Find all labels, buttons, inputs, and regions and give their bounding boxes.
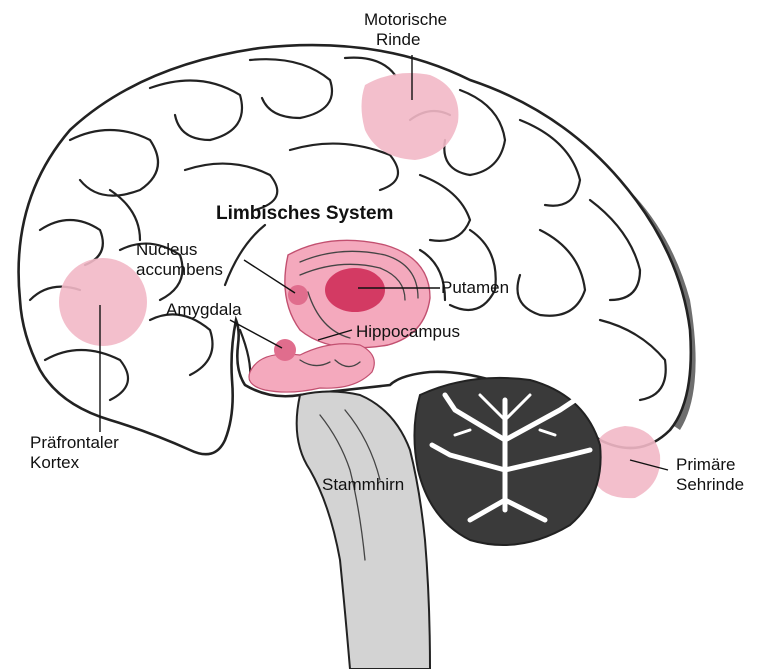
putamen-shape: [325, 268, 385, 312]
label-visual-cortex-line2: Sehrinde: [676, 475, 744, 494]
label-motor-cortex-line2: Rinde: [376, 30, 420, 49]
label-motor-cortex-line1: Motorische: [364, 10, 447, 29]
visual-cortex-region: [593, 426, 660, 498]
label-amygdala: Amygdala: [166, 300, 242, 319]
label-hippocampus: Hippocampus: [356, 322, 460, 341]
label-nucleus-line2: accumbens: [136, 260, 223, 279]
brainstem-shape: [297, 392, 430, 669]
cerebellum: [414, 378, 600, 545]
label-brainstem: Stammhirn: [322, 475, 404, 494]
label-nucleus-line1: Nucleus: [136, 240, 197, 259]
label-limbic-system: Limbisches System: [216, 203, 393, 224]
label-prefrontal-line2: Kortex: [30, 453, 80, 472]
label-putamen: Putamen: [441, 278, 509, 297]
amygdala-shape: [274, 339, 296, 361]
nucleus-accumbens-shape: [288, 285, 308, 305]
label-visual-cortex-line1: Primäre: [676, 455, 736, 474]
label-prefrontal-line1: Präfrontaler: [30, 433, 119, 452]
prefrontal-cortex-region: [59, 258, 147, 346]
